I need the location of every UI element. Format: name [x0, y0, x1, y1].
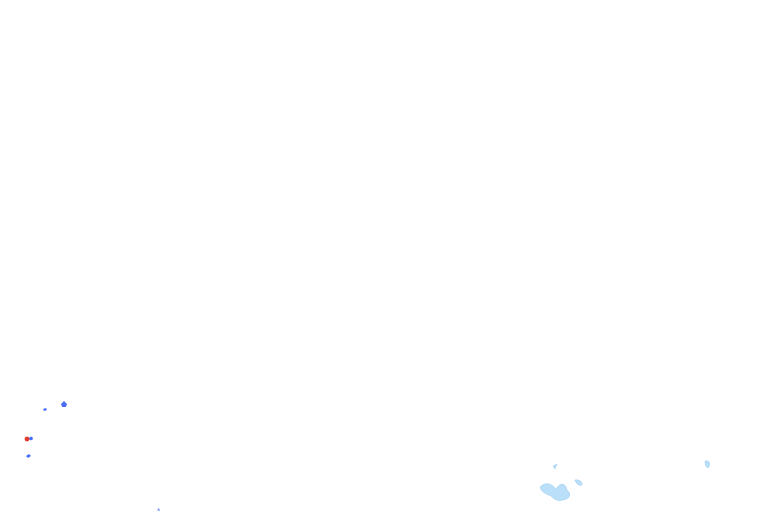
blue-marker-2[interactable]: [43, 408, 47, 411]
blue-marker-1[interactable]: [61, 401, 67, 407]
lake-small-3: [704, 460, 710, 468]
blue-marker-3[interactable]: [26, 454, 31, 458]
lake-large: [539, 483, 571, 501]
lake-small-1: [574, 479, 583, 486]
red-marker-blue-dot[interactable]: [29, 436, 33, 441]
red-marker-dot[interactable]: [24, 436, 30, 442]
lake-small-2: [552, 463, 558, 470]
red-marker[interactable]: [24, 436, 33, 442]
blue-marker-4[interactable]: [157, 508, 160, 511]
